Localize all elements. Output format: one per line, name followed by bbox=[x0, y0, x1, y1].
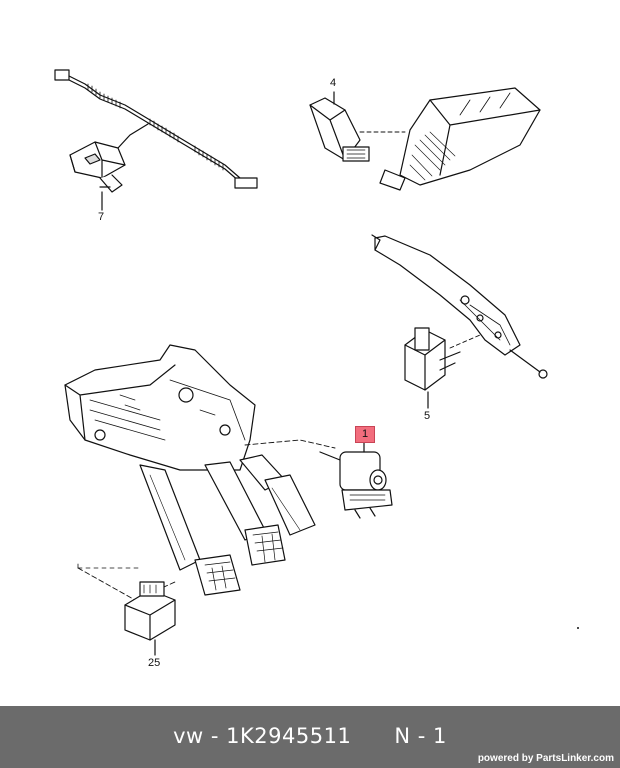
callout-25[interactable]: 25 bbox=[148, 657, 161, 669]
callout-5[interactable]: 5 bbox=[424, 410, 431, 422]
part-7-wiring-harness[interactable] bbox=[54, 69, 258, 211]
part-1-brake-light-switch[interactable] bbox=[244, 439, 393, 519]
callout-7[interactable]: 7 bbox=[98, 211, 105, 223]
glove-box-housing bbox=[379, 87, 541, 191]
dot-mark bbox=[577, 627, 579, 629]
footer-bar: vw - 1K2945511 N - 1 powered by PartsLin… bbox=[0, 706, 620, 768]
pedal-cluster bbox=[64, 344, 316, 596]
leader-lines bbox=[77, 559, 141, 569]
part-25-switch[interactable] bbox=[77, 567, 176, 656]
parts-diagram bbox=[54, 69, 579, 656]
part-4-switch[interactable] bbox=[309, 91, 406, 162]
part-5-switch[interactable] bbox=[404, 327, 481, 409]
powered-by-link[interactable]: powered by PartsLinker.com bbox=[477, 753, 614, 764]
callout-4[interactable]: 4 bbox=[330, 77, 337, 89]
handbrake-lever bbox=[371, 234, 548, 379]
part-number-label: vw - 1K2945511 N - 1 bbox=[173, 724, 447, 748]
callout-1[interactable]: 1 bbox=[355, 426, 376, 443]
